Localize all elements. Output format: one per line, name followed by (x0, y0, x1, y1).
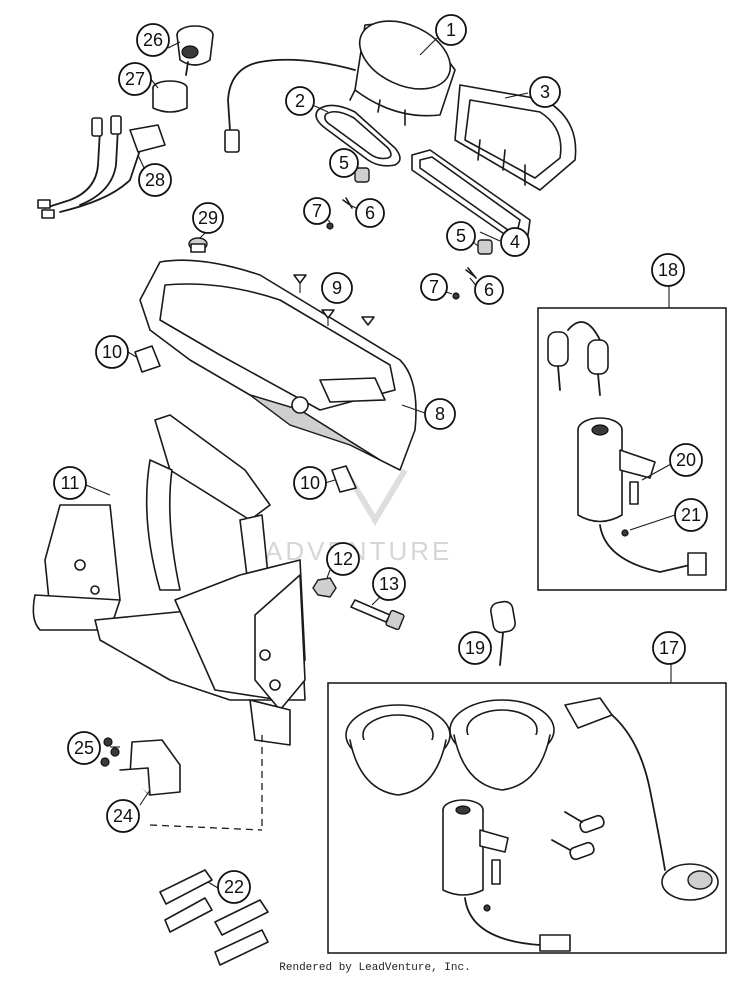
svg-text:25: 25 (74, 738, 94, 758)
svg-text:10: 10 (102, 342, 122, 362)
svg-text:24: 24 (113, 806, 133, 826)
part-8-cover (139, 259, 417, 471)
part-6-7-fasteners (326, 197, 477, 300)
callout-19: 19 (458, 631, 492, 665)
svg-text:28: 28 (145, 170, 165, 190)
part-22-tubes (159, 869, 269, 966)
part-17-lock-set (345, 697, 719, 952)
callout-5a: 5 (329, 148, 359, 178)
svg-text:18: 18 (658, 260, 678, 280)
part-1-speedometer (224, 20, 456, 153)
part-5-grommets (354, 167, 493, 255)
svg-text:3: 3 (540, 82, 550, 102)
svg-text:27: 27 (125, 69, 145, 89)
part-28-harness (37, 115, 166, 219)
part-26-lock (176, 25, 214, 76)
callout-6a: 6 (355, 198, 385, 228)
part-10-clips (134, 345, 357, 493)
part-24-plate (119, 739, 181, 796)
svg-text:19: 19 (465, 638, 485, 658)
svg-text:5: 5 (456, 226, 466, 246)
callout-21: 21 (674, 498, 708, 532)
svg-text:26: 26 (143, 30, 163, 50)
svg-text:20: 20 (676, 450, 696, 470)
callout-1: 1 (435, 14, 467, 46)
callout-27: 27 (118, 62, 152, 96)
callout-9: 9 (321, 272, 353, 304)
svg-text:6: 6 (484, 280, 494, 300)
box-18 (537, 307, 727, 591)
callout-13: 13 (372, 567, 406, 601)
callout-2: 2 (285, 86, 315, 116)
leader-lines (85, 37, 676, 889)
callout-6b: 6 (474, 275, 504, 305)
svg-text:7: 7 (429, 277, 439, 297)
part-11-bracket (32, 414, 306, 746)
callout-7a: 7 (303, 197, 331, 225)
svg-text:17: 17 (659, 638, 679, 658)
svg-text:9: 9 (332, 278, 342, 298)
svg-text:21: 21 (681, 505, 701, 525)
part-25-screws (100, 737, 120, 767)
part-19-key (490, 600, 516, 666)
callout-5b: 5 (446, 221, 476, 251)
svg-text:1: 1 (446, 20, 456, 40)
svg-text:29: 29 (198, 208, 218, 228)
part-29-grommet (188, 237, 208, 253)
part-3-tachometer (454, 84, 577, 191)
callout-28: 28 (138, 163, 172, 197)
callout-17: 17 (652, 631, 686, 665)
svg-text:7: 7 (312, 201, 322, 221)
callout-18: 18 (651, 253, 685, 287)
svg-text:11: 11 (61, 473, 80, 493)
svg-text:5: 5 (339, 153, 349, 173)
callout-26: 26 (136, 23, 170, 57)
callout-10b: 10 (293, 466, 327, 500)
callout-11: 11 (53, 466, 87, 500)
svg-text:4: 4 (510, 232, 520, 252)
svg-text:12: 12 (333, 549, 353, 569)
callout-22: 22 (217, 870, 251, 904)
callout-3: 3 (529, 76, 561, 108)
watermark: ADVENTURE (265, 468, 449, 566)
svg-text:10: 10 (300, 473, 320, 493)
dashed-leader (149, 735, 263, 831)
svg-text:6: 6 (365, 203, 375, 223)
callout-24: 24 (106, 799, 140, 833)
svg-text:2: 2 (295, 91, 305, 111)
box-17 (327, 682, 727, 954)
callout-25: 25 (67, 731, 101, 765)
callout-8: 8 (424, 398, 456, 430)
svg-text:22: 22 (224, 877, 244, 897)
callout-29: 29 (192, 202, 224, 234)
part-18-lock-set (547, 321, 707, 576)
svg-text:8: 8 (435, 404, 445, 424)
callout-7b: 7 (420, 273, 448, 301)
part-12-13-hardware (312, 577, 405, 631)
footer-credit: Rendered by LeadVenture, Inc. (279, 962, 471, 974)
svg-text:13: 13 (379, 574, 399, 594)
callout-12: 12 (326, 542, 360, 576)
part-27-cap (152, 80, 188, 113)
callout-4: 4 (500, 227, 530, 257)
callout-10a: 10 (95, 335, 129, 369)
part-9-screws (293, 274, 375, 326)
callout-20: 20 (669, 443, 703, 477)
part-2-gasket (315, 104, 401, 167)
